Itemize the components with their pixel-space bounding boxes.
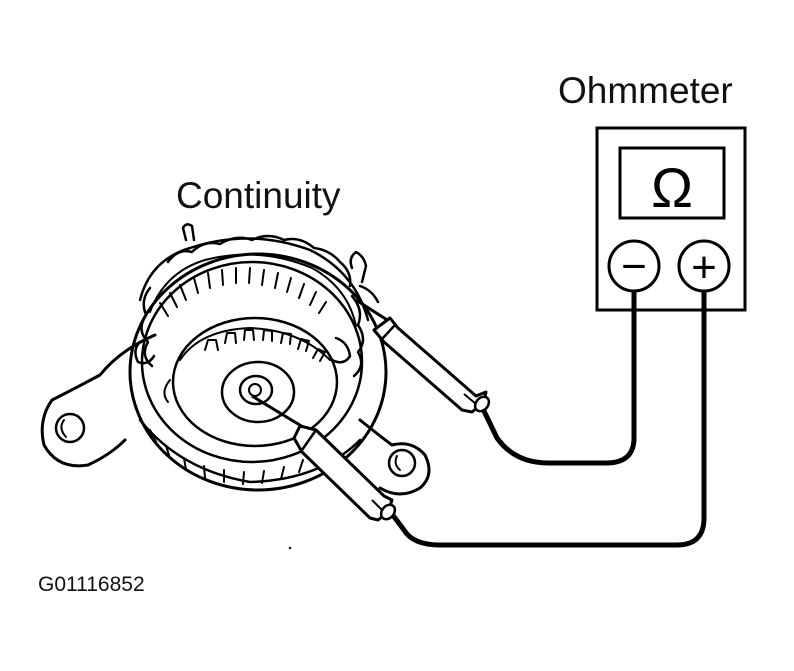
negative-sign: − xyxy=(621,242,647,291)
stator-bore xyxy=(171,316,339,448)
negative-lead-wire xyxy=(481,291,637,466)
left-mount-lug xyxy=(40,333,157,468)
rotor-hub xyxy=(220,360,296,424)
stator-windings xyxy=(166,234,352,288)
omega-symbol: Ω xyxy=(651,156,693,219)
left-mount-hole xyxy=(54,412,86,444)
ohmmeter-label: Ohmmeter xyxy=(558,70,733,111)
positive-probe xyxy=(251,394,397,522)
negative-probe xyxy=(355,298,491,414)
ohmmeter-display xyxy=(618,146,726,220)
continuity-label: Continuity xyxy=(176,175,341,216)
rotor-shaft xyxy=(238,374,274,406)
speck xyxy=(288,546,292,550)
right-mount-lug xyxy=(358,418,431,496)
figure-code: G01116852 xyxy=(38,573,145,596)
ohmmeter: Ω − + xyxy=(595,126,747,312)
positive-probe-tip xyxy=(251,394,309,432)
right-mount-hole xyxy=(387,448,417,478)
top-terminal-post xyxy=(181,223,196,242)
positive-sign: + xyxy=(691,243,717,292)
alternator-stator xyxy=(40,223,431,496)
side-terminal-post xyxy=(349,250,368,284)
positive-lead-wire xyxy=(390,291,707,548)
